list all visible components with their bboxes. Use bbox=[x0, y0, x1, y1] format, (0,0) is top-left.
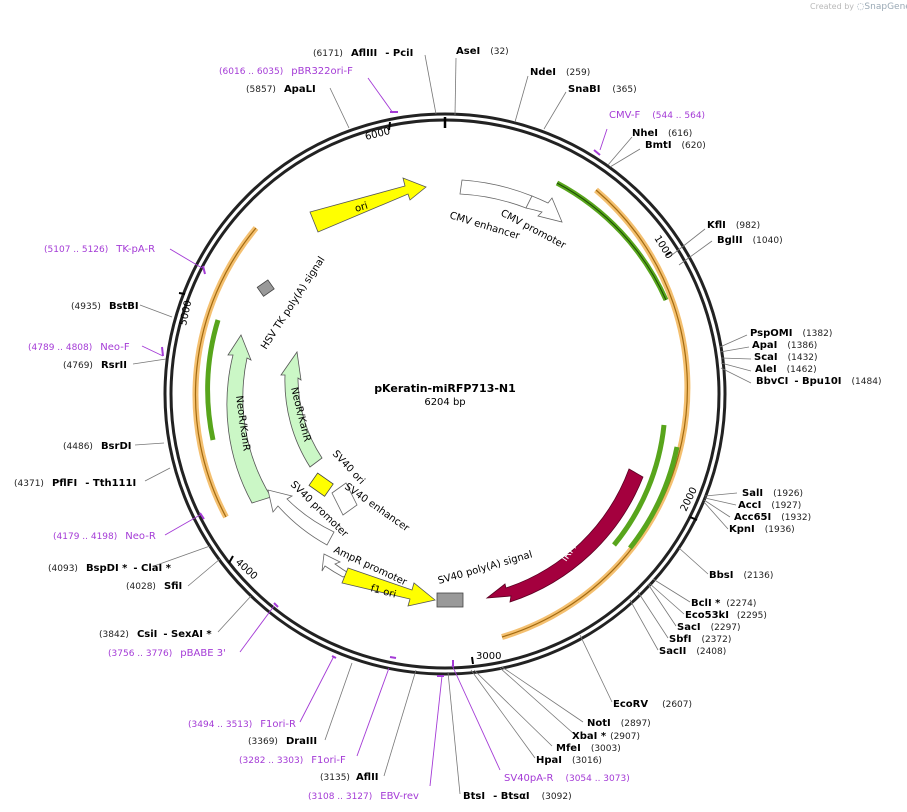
sv40-polya-box bbox=[436, 592, 464, 608]
site-pflfi[interactable]: (4371)PflFI- Tth111I bbox=[14, 478, 136, 489]
snapgene-logo-icon: ◌ bbox=[856, 2, 865, 12]
site-sacii[interactable]: SacII(2408) bbox=[659, 646, 726, 657]
site-acc65i[interactable]: Acc65I(1932) bbox=[734, 512, 811, 523]
site-sfii[interactable]: (4028)SfiI bbox=[126, 581, 182, 592]
binding-arcs bbox=[192, 180, 691, 640]
site-sali[interactable]: SalI(1926) bbox=[742, 488, 803, 499]
site-bsrdi[interactable]: (4486)BsrDI bbox=[63, 441, 131, 452]
site-bspdi[interactable]: (4093)BspDI *- ClaI * bbox=[48, 563, 172, 574]
site-ndei[interactable]: NdeI(259) bbox=[530, 67, 590, 78]
neo-outer-arrow bbox=[226, 334, 272, 504]
site-mfei[interactable]: MfeI(3003) bbox=[556, 743, 621, 754]
tick-5000: 5000 bbox=[178, 299, 194, 326]
site-btsi[interactable]: BtsI- BtsαI(3092) bbox=[463, 791, 572, 802]
site-leaders bbox=[132, 54, 752, 795]
credit-brand: SnapGene bbox=[864, 2, 907, 12]
sv40-enhancer-box bbox=[331, 482, 358, 516]
primer-leaders bbox=[141, 77, 608, 787]
site-eco53ki[interactable]: Eco53kI(2295) bbox=[685, 610, 767, 621]
primer-f1orif[interactable]: (3282 .. 3303)F1ori-F bbox=[239, 755, 346, 766]
green-arc-right-inner bbox=[612, 424, 667, 547]
primer-sv40par[interactable]: SV40pA-R(3054 .. 3073) bbox=[504, 773, 630, 784]
irfp713-arrow bbox=[485, 468, 644, 603]
site-kpni[interactable]: KpnI(1936) bbox=[729, 524, 795, 535]
site-asei[interactable]: AseI(32) bbox=[456, 46, 509, 57]
site-kfli[interactable]: KflI(982) bbox=[707, 220, 760, 231]
orange-arc-right bbox=[501, 187, 691, 640]
primer-tkpar[interactable]: (5107 .. 5126)TK-pA-R bbox=[44, 244, 155, 255]
site-saci[interactable]: SacI(2297) bbox=[677, 622, 741, 633]
credit-prefix: Created by bbox=[810, 2, 855, 11]
ori-label: ori bbox=[354, 201, 370, 215]
site-apali[interactable]: (5857)ApaLI bbox=[246, 84, 316, 95]
primer-pbr322[interactable]: (6016 .. 6035)pBR322ori-F bbox=[219, 66, 353, 77]
sv40-polya-label: SV40 poly(A) signal bbox=[437, 549, 534, 586]
neo-inner-arrow bbox=[280, 350, 323, 468]
site-afliii[interactable]: (6171)AflIII- PciI bbox=[313, 48, 413, 59]
sv40-promoter-arrow bbox=[267, 489, 335, 546]
site-nhei[interactable]: NheI(616) bbox=[632, 128, 692, 139]
site-draiii[interactable]: (3369)DraIII bbox=[248, 736, 317, 747]
plasmid-name: pKeratin-miRFP713-N1 bbox=[374, 382, 516, 395]
site-bglii[interactable]: BglII(1040) bbox=[717, 235, 783, 246]
tick-6000: 6000 bbox=[364, 126, 391, 143]
site-xbai[interactable]: XbaI *(2907) bbox=[572, 731, 640, 742]
primer-labels: CMV-F(544 .. 564) (6016 .. 6035)pBR322or… bbox=[28, 66, 705, 802]
primer-pbabe3[interactable]: (3756 .. 3776)pBABE 3' bbox=[108, 648, 226, 659]
site-hpai[interactable]: HpaI(3016) bbox=[536, 755, 602, 766]
primer-cmvf[interactable]: CMV-F(544 .. 564) bbox=[609, 110, 705, 121]
primer-neor[interactable]: (4179 .. 4198)Neo-R bbox=[53, 531, 156, 542]
primer-neof[interactable]: (4789 .. 4808)Neo-F bbox=[28, 342, 130, 353]
cmv-promoter-arrow bbox=[525, 195, 563, 223]
site-apai[interactable]: ApaI(1386) bbox=[752, 340, 817, 351]
ori-arrow bbox=[309, 177, 427, 233]
site-bmti[interactable]: BmtI(620) bbox=[645, 140, 706, 151]
site-afiii[interactable]: (3135)AflII bbox=[320, 772, 379, 783]
site-rsrii[interactable]: (4769)RsrII bbox=[63, 360, 127, 371]
site-snabi[interactable]: SnaBI(365) bbox=[568, 84, 637, 95]
site-bbsi[interactable]: BbsI(2136) bbox=[709, 570, 773, 581]
green-arc-left bbox=[205, 319, 221, 441]
hsv-tk-label: HSV TK poly(A) signal bbox=[259, 255, 327, 352]
tick-4000: 4000 bbox=[233, 557, 259, 582]
site-pspomi[interactable]: PspOMI(1382) bbox=[750, 328, 832, 339]
primer-ebvrev[interactable]: (3108 .. 3127)EBV-rev bbox=[308, 791, 419, 802]
hsv-tk-polya-box bbox=[256, 279, 275, 297]
site-bcli[interactable]: BclI *(2274) bbox=[691, 598, 756, 609]
site-noti[interactable]: NotI(2897) bbox=[587, 718, 651, 729]
site-scai[interactable]: ScaI(1432) bbox=[754, 352, 818, 363]
primer-f1orir[interactable]: (3494 .. 3513)F1ori-R bbox=[188, 719, 296, 730]
snapgene-credit: Created by ◌SnapGene bbox=[810, 2, 907, 12]
site-csii[interactable]: (3842)CsiI- SexAI * bbox=[99, 629, 212, 640]
backbone-outer bbox=[163, 112, 727, 676]
site-bbvci[interactable]: BbvCI- Bpu10I(1484) bbox=[756, 376, 881, 387]
plasmid-length: 6204 bp bbox=[424, 397, 465, 408]
site-bstbi[interactable]: (4935)BstBI bbox=[71, 301, 139, 312]
sv40-ori-box bbox=[308, 472, 334, 497]
green-arc-right-outer bbox=[628, 446, 680, 550]
site-labels: AseI(32) NdeI(259) SnaBI(365) NheI(616) … bbox=[14, 46, 881, 802]
f1-ori-arrow bbox=[341, 567, 436, 607]
site-sbfi[interactable]: SbfI(2372) bbox=[669, 634, 731, 645]
site-acci[interactable]: AccI(1927) bbox=[738, 500, 801, 511]
site-ecorv[interactable]: EcoRV(2607) bbox=[613, 699, 692, 710]
tick-3000: 3000 bbox=[476, 651, 501, 662]
site-alei[interactable]: AleI(1462) bbox=[755, 364, 817, 375]
cmv-enhancer-arrow bbox=[459, 179, 533, 209]
